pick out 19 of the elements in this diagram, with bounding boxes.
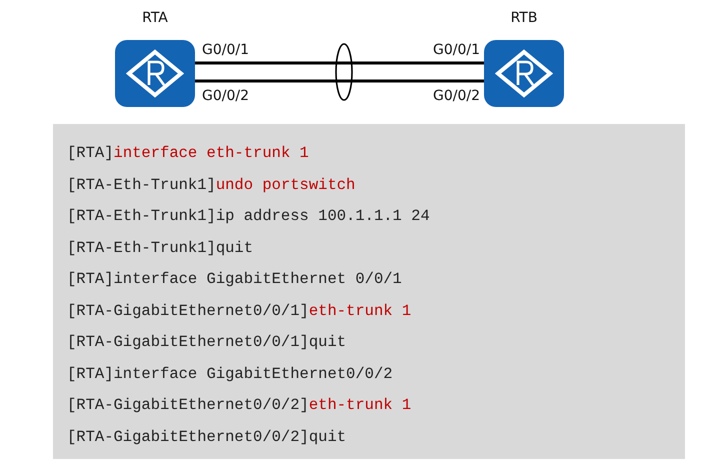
command-line: [RTA-Eth-Trunk1]ip address 100.1.1.1 24 [67, 207, 430, 225]
command-line: [RTA-GigabitEthernet0/0/1]quit [67, 333, 346, 351]
router-name: RTB [510, 10, 538, 26]
command-line: [RTA]interface GigabitEthernet0/0/2 [67, 364, 393, 382]
link-line [195, 80, 484, 82]
command-line: [RTA-GigabitEthernet0/0/2]eth-trunk 1 [67, 396, 412, 414]
command-line: [RTA]interface eth-trunk 1 [67, 144, 309, 162]
link-line [195, 62, 484, 64]
port-label: G0/0/2 [432, 88, 480, 104]
command-line: [RTA]interface GigabitEthernet 0/0/1 [67, 270, 402, 288]
port-label: G0/0/1 [202, 42, 250, 58]
port-label: G0/0/2 [202, 88, 250, 104]
command-line: [RTA-GigabitEthernet0/0/2]quit [67, 428, 346, 446]
code-panel [53, 124, 685, 459]
port-label: G0/0/1 [432, 42, 480, 58]
command-line: [RTA-Eth-Trunk1]quit [67, 238, 254, 256]
command-line: [RTA-Eth-Trunk1]undo portswitch [67, 176, 356, 194]
command-line: [RTA-GigabitEthernet0/0/1]eth-trunk 1 [67, 302, 412, 320]
router-name: RTA [141, 10, 169, 26]
